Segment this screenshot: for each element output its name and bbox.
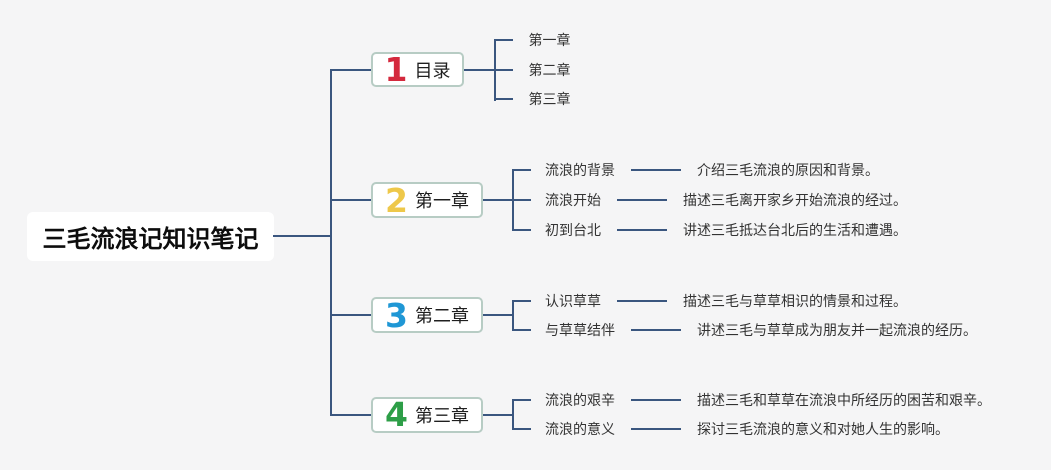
branch-1-connector-line <box>330 68 371 71</box>
branch-node-2[interactable]: 2 第一章 <box>371 182 483 218</box>
detail-topic-label: 介绍三毛流浪的原因和背景。 <box>697 162 879 178</box>
detail-connector-line <box>617 299 667 302</box>
branch-4-number: 4 <box>385 395 408 434</box>
branch-4-child-2[interactable]: 流浪的意义 探讨三毛流浪的意义和对她人生的影响。 <box>545 419 949 439</box>
branch-4-label: 第三章 <box>414 405 469 426</box>
child-topic-label: 第一章 <box>528 32 571 48</box>
branch-2-children-connector-line <box>483 199 531 201</box>
detail-topic-label: 描述三毛和草草在流浪中所经历的困苦和艰辛。 <box>697 392 991 408</box>
detail-connector-line <box>631 328 681 331</box>
child-topic-label: 第二章 <box>528 61 571 78</box>
detail-topic-label: 描述三毛离开家乡开始流浪的经过。 <box>683 192 907 208</box>
branch-1-number: 1 <box>384 50 408 89</box>
branch-3-child-2-stub-line <box>512 328 531 331</box>
branch-1-child-3-stub-line <box>494 98 513 100</box>
detail-topic-label: 探讨三毛流浪的意义和对她人生的影响。 <box>697 421 949 437</box>
branch-3-child-1[interactable]: 认识草草 描述三毛与草草相识的情景和过程。 <box>545 291 907 311</box>
detail-topic-label: 讲述三毛与草草成为朋友并一起流浪的经历。 <box>697 321 977 338</box>
branch-2-label: 第一章 <box>414 191 469 211</box>
root-connector-line <box>273 234 331 237</box>
child-topic-label: 初到台北 <box>545 221 601 238</box>
branch-3-connector-line <box>330 314 371 316</box>
branch-4-child-1[interactable]: 流浪的艰辛 描述三毛和草草在流浪中所经历的困苦和艰辛。 <box>545 390 991 410</box>
root-node-label: 三毛流浪记知识笔记 <box>42 226 259 253</box>
branch-2-child-2[interactable]: 流浪开始 描述三毛离开家乡开始流浪的经过。 <box>545 190 907 210</box>
branch-2-child-1[interactable]: 流浪的背景 介绍三毛流浪的原因和背景。 <box>545 160 879 180</box>
child-topic-label: 流浪开始 <box>545 192 601 208</box>
branch-node-1[interactable]: 1 目录 <box>371 52 464 87</box>
branch-4-child-2-stub-line <box>512 428 531 430</box>
branch-1-child-2[interactable]: 第二章 <box>529 60 571 80</box>
branch-1-label: 目录 <box>414 60 451 81</box>
branch-4-child-1-stub-line <box>512 399 531 401</box>
branch-1-children-trunk-line <box>493 39 496 101</box>
detail-topic-label: 讲述三毛抵达台北后的生活和遭遇。 <box>683 221 907 238</box>
detail-connector-line <box>631 399 681 401</box>
child-topic-label: 流浪的意义 <box>545 421 615 437</box>
branch-4-children-trunk-line <box>511 399 514 430</box>
root-node[interactable]: 三毛流浪记知识笔记 <box>27 212 274 261</box>
branch-1-child-1[interactable]: 第一章 <box>529 30 571 50</box>
detail-connector-line <box>617 199 667 201</box>
branch-2-child-3-stub-line <box>512 228 531 231</box>
branch-3-label: 第二章 <box>414 306 469 326</box>
child-topic-label: 与草草结伴 <box>545 321 615 338</box>
branch-node-4[interactable]: 4 第三章 <box>371 395 483 434</box>
branch-3-child-1-stub-line <box>512 299 531 302</box>
branch-1-child-1-stub-line <box>494 39 513 41</box>
branch-4-children-connector-line <box>483 413 513 416</box>
branch-1-children-connector-line <box>464 68 513 71</box>
branch-2-connector-line <box>330 199 371 201</box>
branch-3-children-trunk-line <box>511 299 514 331</box>
child-topic-label: 流浪的艰辛 <box>545 392 615 408</box>
branch-3-number: 3 <box>385 295 408 335</box>
detail-connector-line <box>631 169 681 171</box>
branch-2-child-3[interactable]: 初到台北 讲述三毛抵达台北后的生活和遭遇。 <box>545 220 907 240</box>
detail-connector-line <box>617 228 667 231</box>
child-topic-label: 流浪的背景 <box>545 162 615 178</box>
detail-connector-line <box>631 428 681 430</box>
child-topic-label: 第三章 <box>528 91 571 107</box>
child-topic-label: 认识草草 <box>545 292 601 309</box>
detail-topic-label: 描述三毛与草草相识的情景和过程。 <box>683 292 907 309</box>
branch-2-child-1-stub-line <box>512 169 531 171</box>
main-trunk-line <box>330 68 332 416</box>
branch-2-number: 2 <box>385 180 408 220</box>
branch-node-3[interactable]: 3 第二章 <box>371 297 483 333</box>
branch-3-child-2[interactable]: 与草草结伴 讲述三毛与草草成为朋友并一起流浪的经历。 <box>545 320 977 340</box>
branch-1-child-3[interactable]: 第三章 <box>529 89 571 109</box>
branch-4-connector-line <box>330 413 371 416</box>
branch-2-children-trunk-line <box>511 169 514 231</box>
branch-3-children-connector-line <box>483 314 513 316</box>
